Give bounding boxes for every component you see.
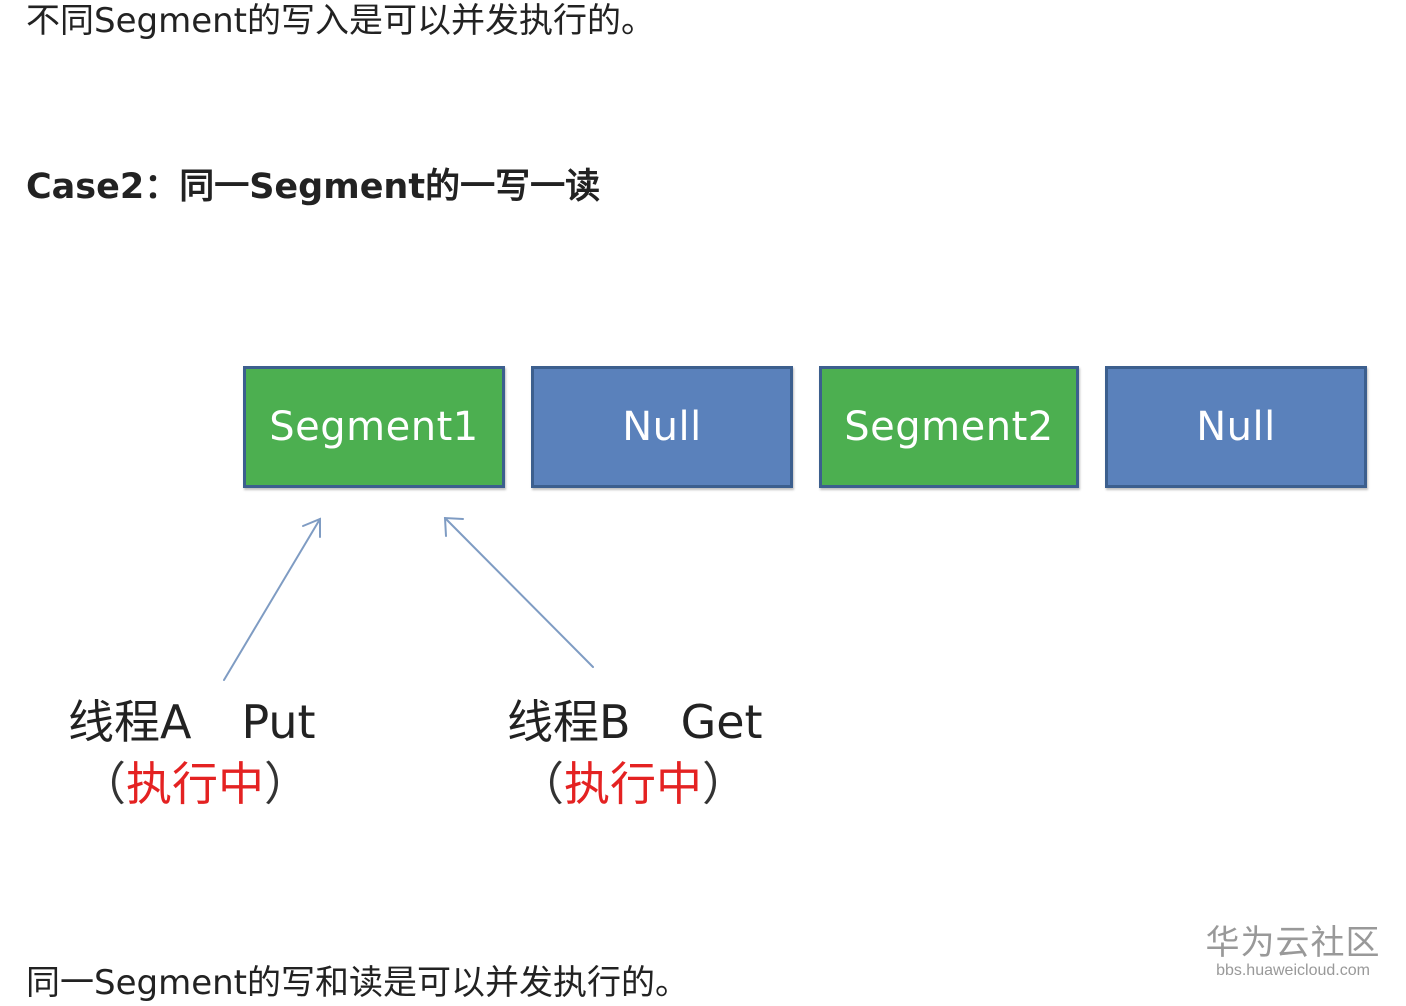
thread-a-name: 线程A bbox=[68, 695, 192, 749]
thread-a-label: 线程A Put bbox=[68, 694, 316, 750]
thread-b-status: （执行中） bbox=[518, 756, 748, 812]
segment-slot-1-label: Segment1 bbox=[269, 404, 479, 450]
segment-slot-1: Segment1 bbox=[243, 366, 505, 488]
thread-a-paren-close: ） bbox=[264, 757, 310, 811]
segment-slot-4: Null bbox=[1105, 366, 1367, 488]
thread-a-status: （执行中） bbox=[80, 756, 310, 812]
watermark-brand: 华为云社区 bbox=[1205, 923, 1381, 963]
segment-slot-3: Segment2 bbox=[819, 366, 1079, 488]
watermark-url: bbs.huaweicloud.com bbox=[1216, 962, 1370, 979]
thread-a-operation: Put bbox=[241, 695, 316, 749]
watermark: 华为云社区 bbs.huaweicloud.com bbox=[1205, 924, 1381, 980]
segment-slot-2-label: Null bbox=[622, 404, 702, 450]
thread-b-state: 执行中 bbox=[564, 757, 702, 811]
thread-b-name: 线程B bbox=[507, 695, 631, 749]
conclusion-paragraph: 同一Segment的写和读是可以并发执行的。 bbox=[26, 963, 689, 1003]
segment-slot-2: Null bbox=[531, 366, 793, 488]
thread-a-state: 执行中 bbox=[126, 757, 264, 811]
segment-slot-3-label: Segment2 bbox=[844, 404, 1054, 450]
intro-paragraph: 不同Segment的写入是可以并发执行的。 bbox=[26, 1, 655, 41]
thread-b-operation: Get bbox=[680, 695, 763, 749]
segment-slot-4-label: Null bbox=[1196, 404, 1276, 450]
thread-b-paren-open: （ bbox=[518, 757, 564, 811]
thread-a-paren-open: （ bbox=[80, 757, 126, 811]
thread-a-arrow bbox=[223, 517, 321, 681]
thread-b-arrow bbox=[443, 516, 594, 668]
thread-b-label: 线程B Get bbox=[507, 694, 763, 750]
thread-b-paren-close: ） bbox=[702, 757, 748, 811]
case-heading: Case2：同一Segment的一写一读 bbox=[26, 167, 601, 207]
